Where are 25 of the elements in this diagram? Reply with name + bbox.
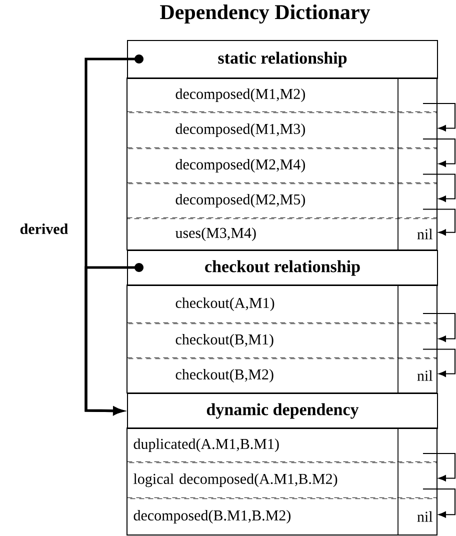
table-row: duplicated(A.M1,B.M1) — [127, 428, 438, 462]
table-row: checkout(B,M1) — [127, 324, 438, 358]
section-header: static relationship — [127, 40, 438, 79]
table-row: decomposed(B.M1,B.M2) nil — [127, 498, 438, 535]
arrow — [84, 263, 144, 415]
table-row: decomposed(M2,M4) — [127, 148, 438, 183]
table-row: uses(M3,M4) nil — [127, 218, 438, 250]
table-row: logical decomposed(A.M1,B.M2) — [127, 462, 438, 498]
arrow — [422, 174, 456, 202]
table-row: checkout(B,M2) nil — [127, 358, 438, 393]
table-row: checkout(A,M1) — [127, 286, 438, 323]
arrow — [422, 138, 456, 167]
table-row: decomposed(M1,M2) — [127, 78, 438, 112]
arrow — [422, 313, 456, 342]
table-row: decomposed(M2,M5) — [127, 184, 438, 218]
section-header: checkout relationship — [127, 250, 438, 286]
section-header: dynamic dependency — [127, 393, 438, 429]
arrow — [422, 488, 456, 518]
edge-label: derived — [20, 224, 68, 234]
title: Dependency Dictionary — [160, 4, 370, 24]
arrow — [422, 208, 456, 236]
table-row: decomposed(M1,M3) — [127, 112, 438, 148]
arrow — [422, 103, 456, 132]
arrow — [422, 453, 456, 482]
arrow — [422, 348, 456, 377]
